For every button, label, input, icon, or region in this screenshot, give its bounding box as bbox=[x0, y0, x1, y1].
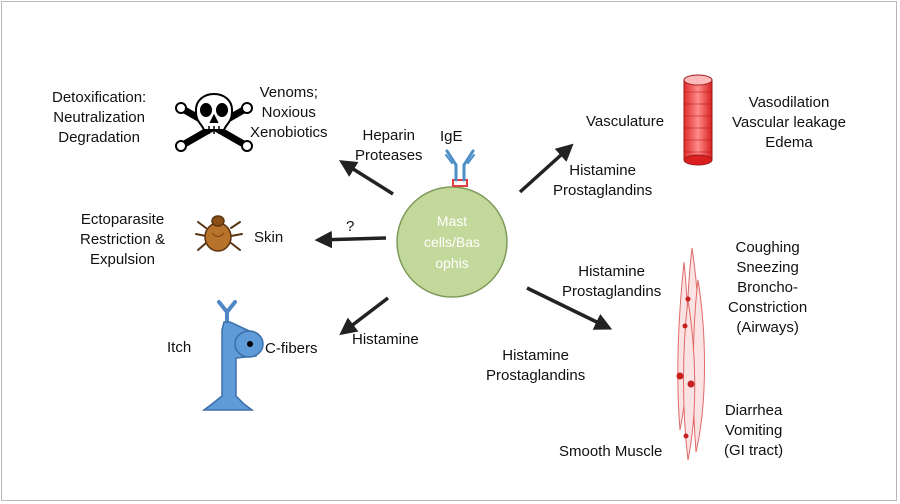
arrow-to-nerves bbox=[339, 296, 390, 336]
toxin-target-line2: Noxious bbox=[261, 104, 316, 121]
vasculature-target-label: Vasculature bbox=[586, 113, 665, 130]
neuron-icon bbox=[201, 300, 264, 411]
detox-effect-line1: Detoxification: bbox=[52, 89, 147, 106]
detox-effect-line3: Degradation bbox=[58, 129, 140, 146]
arrow-to-toxins bbox=[339, 160, 394, 196]
vasculature-mediator-line1: Histamine bbox=[569, 162, 636, 179]
vasculature-effect-line2: Vascular leakage bbox=[732, 114, 846, 131]
detox-effect-label: Detoxification: Neutralization Degradati… bbox=[52, 88, 146, 148]
airway-effect-line2: Sneezing bbox=[736, 259, 799, 276]
gi-effect-label: Diarrhea Vomiting (GI tract) bbox=[724, 401, 783, 461]
vasculature-effect-label: Vasodilation Vascular leakage Edema bbox=[732, 93, 846, 153]
mast-cell-label-line3: ophis bbox=[435, 255, 469, 271]
ectoparasite-effect-label: Ectoparasite Restriction & Expulsion bbox=[80, 210, 165, 270]
detox-effect-line2: Neutralization bbox=[53, 109, 145, 126]
airway-effect-line4: Constriction bbox=[728, 299, 808, 316]
airway-mediator-line2: Prostaglandins bbox=[562, 283, 662, 300]
vasculature-mediator-label: Histamine Prostaglandins bbox=[553, 161, 652, 201]
smooth-muscle-target-label: Smooth Muscle bbox=[559, 443, 663, 460]
itch-effect-label: Itch bbox=[167, 339, 192, 356]
toxin-target-line3: Xenobiotics bbox=[250, 124, 328, 141]
arrow-to-vasculature bbox=[518, 143, 574, 194]
gi-mediator-label: Histamine Prostaglandins bbox=[486, 346, 585, 386]
smooth-muscle-icon bbox=[676, 247, 705, 461]
airway-effect-line1: Coughing bbox=[735, 239, 800, 256]
mast-cell-label-line2: cells/Bas bbox=[423, 234, 481, 250]
toxin-target-label: Venoms; Noxious Xenobiotics bbox=[250, 83, 328, 143]
skin-target-label: Skin bbox=[254, 229, 284, 246]
arrow-to-skin bbox=[314, 230, 387, 249]
gi-effect-line1: Diarrhea bbox=[724, 402, 783, 419]
airway-mediator-line1: Histamine bbox=[578, 263, 645, 280]
gi-effect-line2: Vomiting bbox=[724, 422, 783, 439]
skull-crossbones-icon bbox=[175, 93, 253, 152]
blood-vessel-icon bbox=[683, 74, 713, 166]
ectoparasite-effect-line1: Ectoparasite bbox=[80, 211, 165, 228]
vasculature-mediator-line2: Prostaglandins bbox=[553, 182, 653, 199]
toxin-mediator-line2: Proteases bbox=[355, 147, 423, 164]
mast-cell-label-line1: Mast bbox=[436, 213, 468, 229]
ige-label: IgE bbox=[440, 128, 463, 145]
toxin-mediator-line1: Heparin bbox=[362, 127, 416, 144]
tick-icon bbox=[195, 215, 243, 252]
gi-mediator-line2: Prostaglandins bbox=[486, 367, 586, 384]
nerve-mediator-label: Histamine bbox=[352, 331, 419, 348]
vasculature-effect-line1: Vasodilation bbox=[748, 94, 830, 111]
gi-effect-line3: (GI tract) bbox=[724, 442, 784, 459]
ectoparasite-effect-line3: Expulsion bbox=[89, 251, 156, 268]
skin-mediator-label: ? bbox=[346, 218, 355, 235]
airway-effect-line5: (Airways) bbox=[736, 319, 799, 336]
airway-effect-label: Coughing Sneezing Broncho- Constriction … bbox=[728, 238, 807, 338]
c-fibers-label: C-fibers bbox=[265, 340, 318, 357]
ectoparasite-effect-line2: Restriction & bbox=[80, 231, 166, 248]
ige-antibody-icon bbox=[445, 149, 475, 187]
airway-mediator-label: Histamine Prostaglandins bbox=[562, 262, 661, 302]
airway-effect-line3: Broncho- bbox=[737, 279, 799, 296]
vasculature-effect-line3: Edema bbox=[765, 134, 813, 151]
toxin-target-line1: Venoms; bbox=[259, 84, 318, 101]
toxin-mediator-label: Heparin Proteases bbox=[355, 126, 423, 166]
gi-mediator-line1: Histamine bbox=[502, 347, 569, 364]
mast-cell-label: Mast cells/Bas ophis bbox=[398, 211, 506, 274]
arrow-to-smooth-muscle bbox=[526, 286, 613, 330]
